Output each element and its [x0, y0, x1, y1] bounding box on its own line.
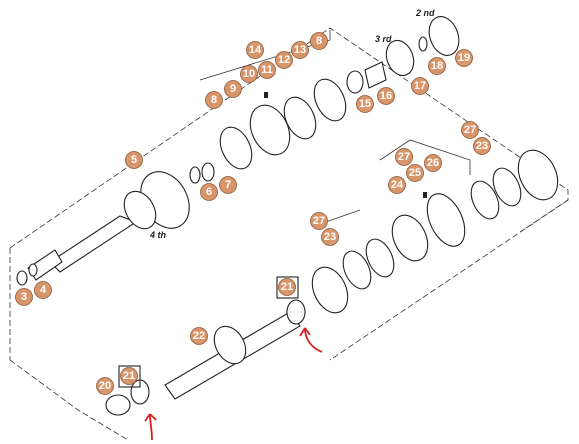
callout-box-21-lower — [118, 365, 141, 388]
callout-15: 15 — [356, 95, 374, 113]
svg-text:19: 19 — [458, 52, 470, 64]
svg-text:24: 24 — [391, 179, 404, 191]
callout-21-upper: 21 — [278, 278, 296, 296]
svg-text:7: 7 — [225, 179, 231, 191]
svg-text:12: 12 — [278, 54, 290, 66]
svg-text:26: 26 — [427, 157, 439, 169]
svg-text:23: 23 — [324, 231, 336, 243]
svg-text:10: 10 — [243, 68, 255, 80]
callout-9: 9 — [224, 80, 242, 98]
input-shaft — [16, 162, 215, 286]
callout-3: 3 — [15, 288, 33, 306]
label-2nd: 2 nd — [415, 8, 435, 18]
svg-text:21: 21 — [123, 370, 135, 382]
callout-25: 25 — [406, 164, 424, 182]
callout-box-21-upper — [276, 276, 299, 299]
svg-text:16: 16 — [380, 90, 392, 102]
svg-text:18: 18 — [431, 60, 443, 72]
svg-text:13: 13 — [294, 44, 306, 56]
svg-text:22: 22 — [193, 330, 205, 342]
dashed-frame — [9, 27, 569, 441]
callout-27-mid: 27 — [395, 148, 413, 166]
callout-17: 17 — [411, 77, 429, 95]
callout-5: 5 — [125, 151, 143, 169]
label-3rd: 3 rd — [375, 34, 392, 44]
callout-23-top: 23 — [473, 137, 491, 155]
callout-23-low: 23 — [321, 228, 339, 246]
synchro-assembly-lower — [311, 149, 559, 314]
svg-text:17: 17 — [414, 80, 426, 92]
red-arrows — [144, 327, 323, 441]
callout-13: 13 — [291, 41, 309, 59]
svg-text:6: 6 — [206, 186, 212, 198]
callout-6: 6 — [200, 183, 218, 201]
callout-21-lower: 21 — [120, 367, 138, 385]
callout-12: 12 — [275, 51, 293, 69]
gears-second-third — [346, 16, 460, 94]
callout-11: 11 — [258, 61, 276, 79]
svg-text:3: 3 — [21, 291, 27, 303]
label-4th: 4 th — [149, 230, 167, 240]
output-shaft — [105, 299, 306, 416]
callout-18: 18 — [428, 57, 446, 75]
svg-text:23: 23 — [476, 140, 488, 152]
callout-10: 10 — [240, 65, 258, 83]
callout-22: 22 — [190, 327, 208, 345]
callout-14: 14 — [246, 41, 264, 59]
svg-text:9: 9 — [230, 83, 236, 95]
callout-16: 16 — [377, 87, 395, 105]
bracket-lines — [199, 30, 471, 225]
callout-7: 7 — [219, 176, 237, 194]
svg-text:4: 4 — [40, 284, 47, 296]
svg-text:15: 15 — [359, 98, 371, 110]
synchro-assembly-upper — [219, 78, 347, 170]
callout-20: 20 — [96, 377, 114, 395]
svg-text:21: 21 — [281, 281, 293, 293]
callout-27-top: 27 — [461, 121, 479, 139]
svg-text:27: 27 — [313, 215, 325, 227]
callout-27-low: 27 — [310, 212, 328, 230]
callout-24: 24 — [388, 176, 406, 194]
svg-text:11: 11 — [261, 64, 273, 76]
callout-19: 19 — [455, 49, 473, 67]
callout-26: 26 — [424, 154, 442, 172]
svg-text:27: 27 — [398, 151, 410, 163]
svg-text:25: 25 — [409, 167, 421, 179]
svg-text:8: 8 — [316, 35, 322, 47]
svg-text:8: 8 — [211, 94, 217, 106]
red-arrow-upper — [299, 327, 323, 353]
callout-8-right: 8 — [310, 32, 328, 50]
callouts: 14 10 11 12 13 8 8 9 15 16 17 18 19 5 6 … — [15, 32, 491, 395]
svg-text:14: 14 — [249, 44, 262, 56]
callout-8-left: 8 — [205, 91, 223, 109]
callout-4: 4 — [34, 281, 52, 299]
svg-text:5: 5 — [131, 154, 137, 166]
svg-text:27: 27 — [464, 124, 476, 136]
red-arrow-lower — [144, 413, 157, 441]
svg-text:20: 20 — [99, 380, 111, 392]
